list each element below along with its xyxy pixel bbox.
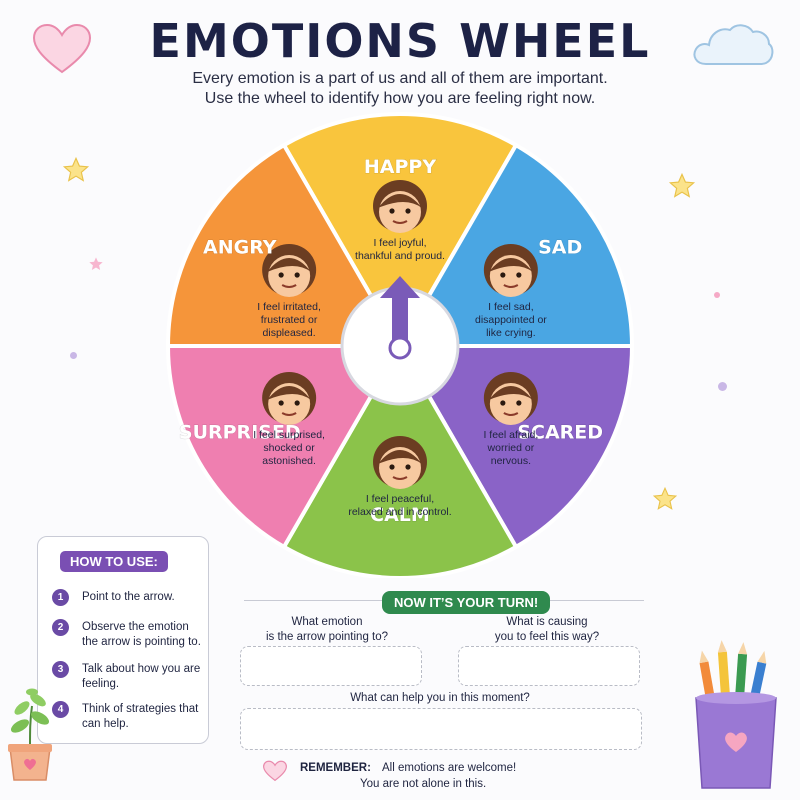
step-text: Think of strategies that can help. xyxy=(82,703,199,730)
spinner-arrow-icon[interactable] xyxy=(380,276,420,360)
heart-icon xyxy=(32,23,92,74)
answer-box-cause[interactable] xyxy=(458,646,640,686)
emotion-name-angry: ANGRY xyxy=(203,237,277,259)
question-1: What emotion is the arrow pointing to? xyxy=(252,615,402,645)
emotion-description-angry: I feel irritated, xyxy=(257,301,321,313)
wheel-segment-scared[interactable] xyxy=(396,344,635,550)
star-icon xyxy=(668,172,696,198)
emotion-description-scared: I feel afraid, xyxy=(483,429,538,441)
scared-face-icon xyxy=(483,372,538,425)
question-2-line-2: you to feel this way? xyxy=(494,631,600,643)
angry-face-icon xyxy=(262,244,317,297)
emotion-description-sad: disappointed or xyxy=(475,314,547,326)
cloud-icon xyxy=(693,24,774,65)
remember-line-1: All emotions are welcome! xyxy=(382,762,517,774)
emotion-description-scared: nervous. xyxy=(491,455,531,467)
step-number: 3 xyxy=(52,661,69,678)
emotion-description-angry: frustrated or xyxy=(261,314,318,326)
question-3: What can help you in this moment? xyxy=(350,692,530,704)
wheel-segment-surprised[interactable] xyxy=(165,344,404,550)
step-text: Observe the emotion the arrow is pointin… xyxy=(82,621,201,648)
pencil-cup-icon xyxy=(695,640,777,789)
step-number: 2 xyxy=(52,619,69,636)
sad-face-icon xyxy=(483,244,538,297)
heart-icon xyxy=(263,760,287,782)
emotion-name-happy: HAPPY xyxy=(364,156,436,178)
emotion-description-surprised: astonished. xyxy=(262,455,316,467)
answer-box-help[interactable] xyxy=(240,708,642,750)
star-icon xyxy=(652,486,678,510)
star-icon xyxy=(89,257,103,270)
step-text: Talk about how you are feeling. xyxy=(82,663,201,690)
emotion-description-happy: thankful and proud. xyxy=(355,250,445,262)
star-icon xyxy=(62,156,90,182)
emotion-name-sad: SAD xyxy=(538,237,582,259)
step-text: Point to the arrow. xyxy=(82,591,175,603)
decor-dot xyxy=(70,352,77,359)
emotion-description-sad: like crying. xyxy=(486,327,536,339)
emotion-description-scared: worried or xyxy=(487,442,535,454)
emotion-description-calm: relaxed and in control. xyxy=(348,506,451,518)
page-title: EMOTIONS WHEEL xyxy=(149,14,651,68)
remember-label: REMEMBER: xyxy=(300,762,371,774)
step-number: 1 xyxy=(52,589,69,606)
emotion-description-surprised: I feel surprised, xyxy=(253,429,325,441)
subtitle-line-1: Every emotion is a part of us and all of… xyxy=(192,70,608,87)
decor-dot xyxy=(714,292,720,298)
emotion-description-surprised: shocked or xyxy=(263,442,315,454)
emotion-description-sad: I feel sad, xyxy=(488,301,534,313)
emotion-name-surprised: SURPRISED xyxy=(179,422,301,444)
plant-pot-icon xyxy=(8,688,52,781)
question-1-line-2: is the arrow pointing to? xyxy=(265,631,389,643)
your-turn-title: NOW IT’S YOUR TURN! xyxy=(382,591,551,614)
remember-line-2: You are not alone in this. xyxy=(360,778,487,790)
step-number: 4 xyxy=(52,701,69,718)
answer-box-emotion[interactable] xyxy=(240,646,422,686)
surprised-face-icon xyxy=(262,372,317,425)
happy-face-icon xyxy=(373,180,427,233)
emotions-wheel: HAPPY I feel joyful,thankful and proud. SA… xyxy=(165,112,635,578)
decor-dot xyxy=(718,382,727,391)
emotion-name-calm: CALM xyxy=(370,504,430,526)
how-to-use-title: HOW TO USE: xyxy=(60,551,168,572)
emotion-name-scared: SCARED xyxy=(517,422,603,444)
how-to-use-panel: HOW TO USE: 1 Point to the arrow. 2 Obse… xyxy=(37,536,209,744)
emotion-description-angry: displeased. xyxy=(263,327,316,339)
question-2-line-1: What is causing xyxy=(506,616,588,628)
subtitle-line-2: Use the wheel to identify how you are fe… xyxy=(204,90,596,107)
emotion-description-calm: I feel peaceful, xyxy=(366,493,434,505)
emotion-description-happy: I feel joyful, xyxy=(373,237,426,249)
question-1-line-1: What emotion xyxy=(291,616,363,628)
question-2: What is causing you to feel this way? xyxy=(472,615,622,645)
calm-face-icon xyxy=(373,436,427,489)
